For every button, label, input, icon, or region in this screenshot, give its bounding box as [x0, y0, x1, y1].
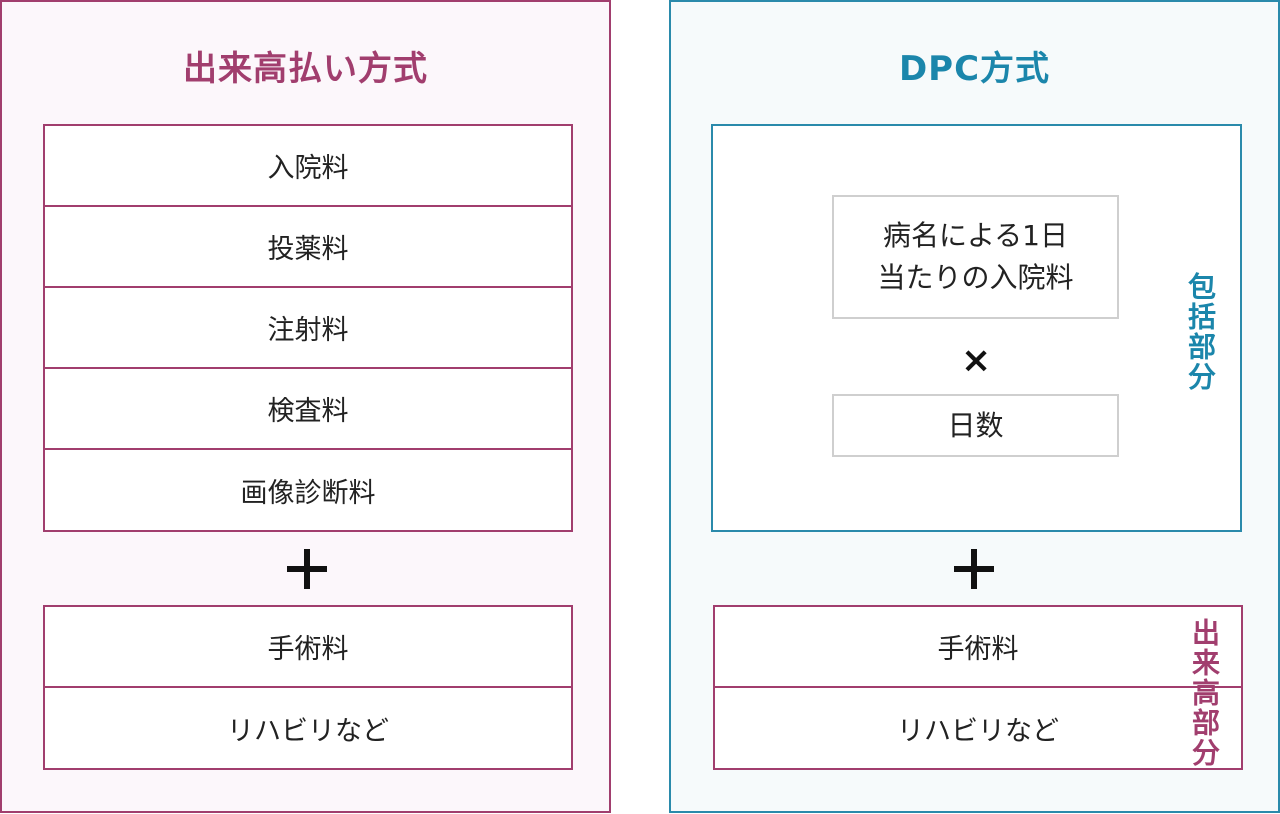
list-item: 手術料 — [45, 607, 571, 688]
daily-rate-line2: 当たりの入院料 — [877, 261, 1074, 294]
fee-for-service-portion-label: 出来高部分 — [1188, 618, 1221, 768]
list-item: リハビリなど — [227, 716, 389, 747]
dpc-title: DPC方式 — [898, 49, 1051, 89]
list-item: 検査料 — [45, 369, 571, 450]
list-item: 手術料 — [715, 607, 1241, 688]
fee-for-service-title: 出来高払い方式 — [183, 49, 428, 89]
list-item: リハビリなど — [897, 716, 1059, 747]
plus-icon — [954, 549, 994, 589]
days-box: 日数 — [832, 394, 1119, 457]
multiply-icon: × — [961, 340, 992, 381]
plus-icon — [287, 549, 327, 589]
inclusive-portion-label: 包括部分 — [1184, 272, 1217, 392]
list-item: 画像診断料 — [240, 478, 376, 509]
list-item: 入院料 — [45, 126, 571, 207]
list-item: 注射料 — [45, 288, 571, 369]
inclusive-portion-box — [711, 124, 1242, 532]
days-label: 日数 — [947, 408, 1004, 442]
fee-for-service-extra-items: 手術料 リハビリなど — [43, 605, 573, 770]
fee-for-service-items: 入院料 投薬料 注射料 検査料 画像診断料 — [43, 124, 573, 532]
daily-rate-line1: 病名による1日 — [883, 219, 1068, 252]
list-item: 投薬料 — [45, 207, 571, 288]
dpc-fee-for-service-items: 手術料 リハビリなど — [713, 605, 1243, 770]
daily-rate-box: 病名による1日 当たりの入院料 — [832, 195, 1119, 319]
